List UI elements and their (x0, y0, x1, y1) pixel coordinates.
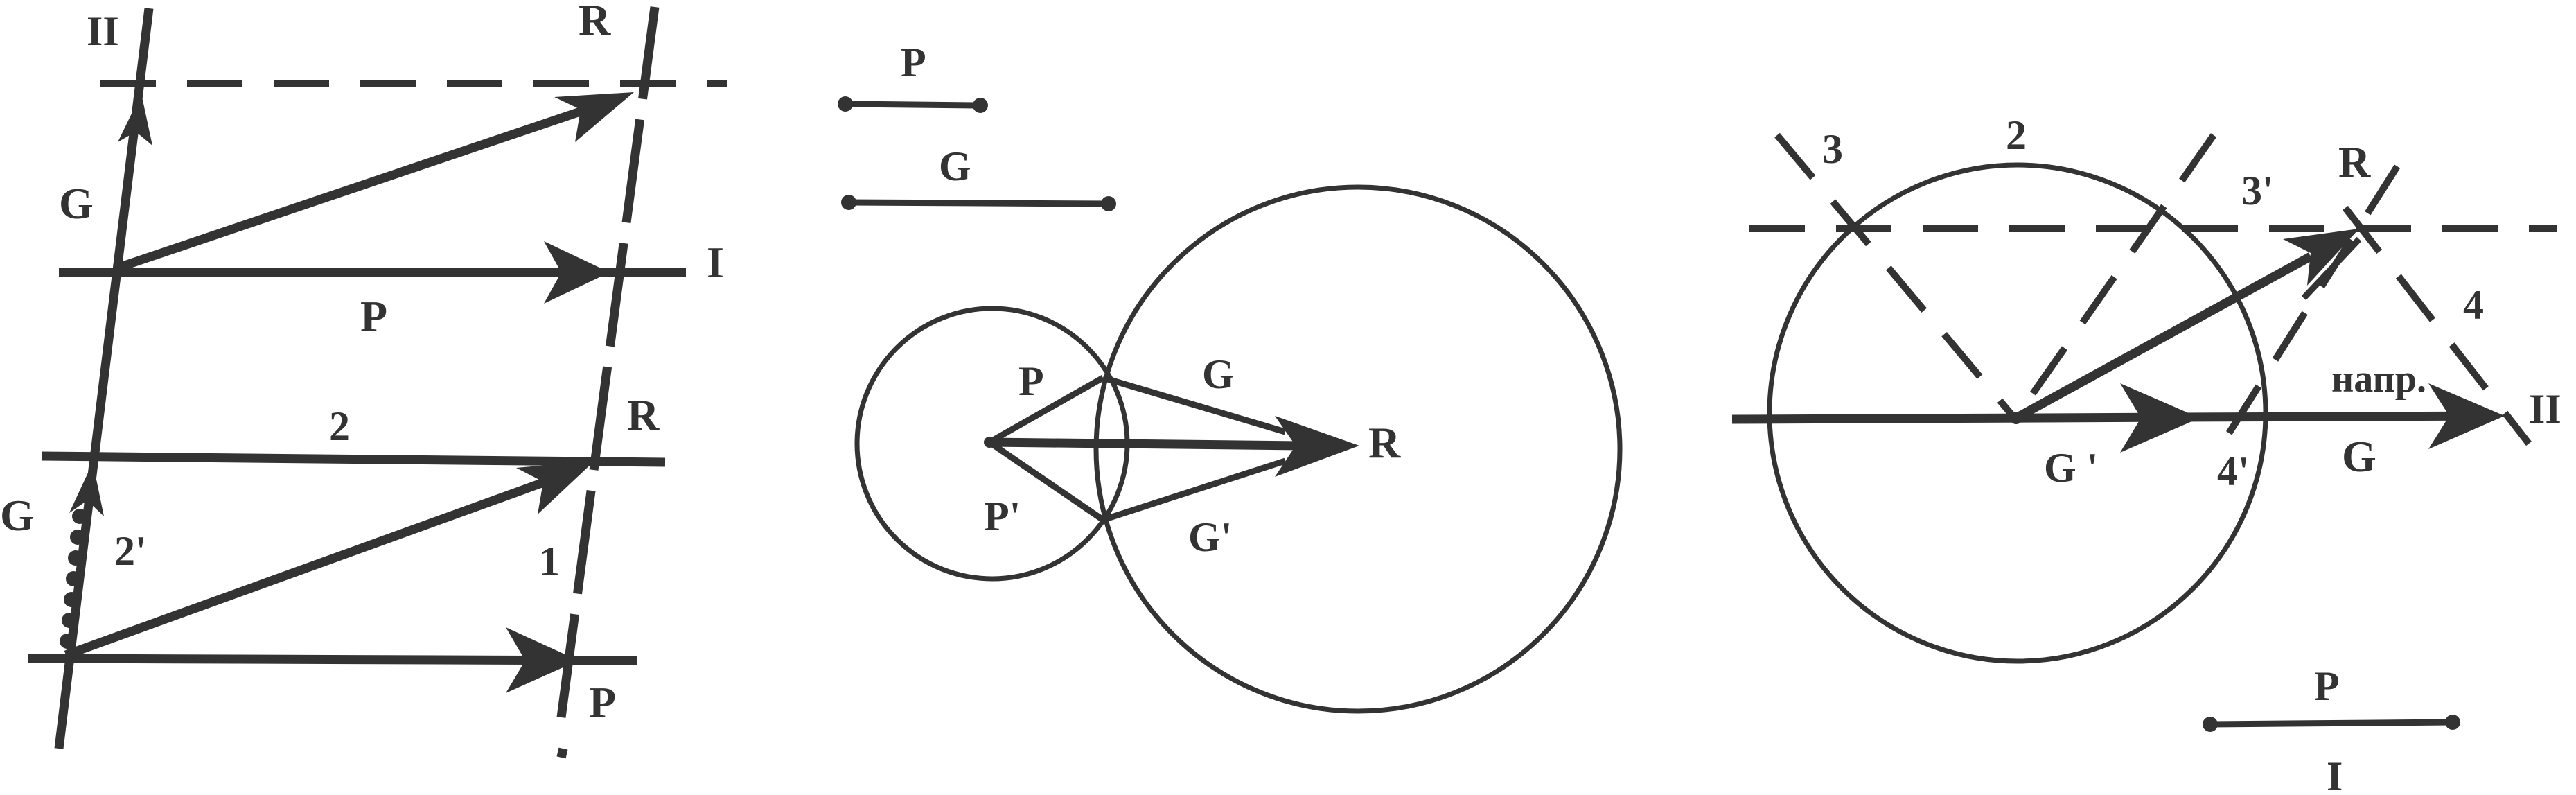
g-prime-arrowhead (2120, 383, 2200, 453)
label-num-4prime: 4' (2217, 448, 2250, 494)
label-legend-p: P (901, 40, 926, 85)
figure-3-circle-construction: 3 2 3' R 4 напр. II G ' 4' G P I (1731, 112, 2561, 795)
label-p-mid: P (360, 292, 387, 341)
label-legend-g: G (939, 143, 971, 189)
label-num-2: 2 (329, 403, 350, 449)
label-p-prime: P' (984, 493, 1021, 539)
beaded-line-2prime (60, 509, 87, 649)
label-p-bottom: P (589, 678, 616, 727)
label-napr: напр. (2331, 358, 2426, 401)
label-legend-p: P (2314, 663, 2340, 709)
origin-point (2010, 412, 2022, 424)
line-2 (41, 451, 666, 467)
vector-r (2013, 252, 2313, 422)
label-line-i: I (707, 238, 724, 287)
label-g-prime: G ' (2044, 445, 2098, 491)
legend-p-end-left (838, 96, 853, 112)
dashed-line-3 (1774, 132, 2015, 419)
label-line-ii: II (87, 8, 119, 54)
g-arrowhead-lower (69, 462, 104, 516)
label-r-top: R (579, 0, 611, 44)
label-g-upper: G (59, 179, 94, 228)
legend-p-end-left (2203, 717, 2218, 732)
legend-p-end-right (2445, 715, 2460, 730)
legend-p-segment (845, 101, 981, 109)
vector-short-to-r (2301, 236, 2362, 301)
label-line-ii: II (2529, 386, 2561, 432)
r-arrowhead (1275, 416, 1359, 477)
dashed-line-r-right (2210, 164, 2401, 460)
label-num-2prime: 2' (114, 528, 147, 574)
label-g-prime: G' (1188, 514, 1232, 560)
vector-g-upper (1102, 374, 1287, 435)
label-num-3: 3 (1822, 126, 1843, 172)
vector-g-prime-lower (1102, 457, 1287, 523)
p-arrowhead-bottom (506, 627, 579, 693)
label-r: R (2338, 137, 2371, 186)
g-arrowhead (2428, 383, 2505, 449)
label-r: R (1368, 418, 1401, 467)
label-g-lower: G (0, 491, 35, 540)
label-g: G (2342, 432, 2376, 481)
label-p: P (1018, 358, 1044, 404)
circle-g-large (1093, 184, 1623, 714)
vector-r (989, 437, 1303, 451)
r-arrowhead-lower (516, 461, 594, 514)
r-arrowhead-upper (554, 92, 634, 142)
legend-p-end-right (973, 98, 988, 113)
label-r-lower: R (627, 390, 660, 439)
dashed-line-3prime (2016, 133, 2217, 414)
p-arrowhead-mid (544, 241, 610, 304)
r-line-tail-tick (556, 747, 568, 759)
legend-g-end-right (1101, 196, 1116, 211)
dashed-line-4 (2343, 205, 2532, 446)
r-arrowhead (2283, 229, 2359, 286)
figure-2-circles: P G P G R P' G' (838, 40, 1623, 714)
legend-g-segment (848, 199, 1109, 207)
r-arrow-upper (112, 99, 605, 274)
vector-p-prime-lower (987, 439, 1105, 523)
label-g: G (1202, 351, 1235, 397)
label-num-1: 1 (539, 539, 560, 584)
main-axis-line (1731, 411, 2495, 424)
origin-point (984, 437, 995, 448)
label-num-4: 4 (2463, 282, 2484, 328)
label-line-i: I (2327, 753, 2343, 795)
legend-p-segment (2209, 719, 2453, 728)
label-num-3prime: 3' (2241, 168, 2274, 213)
vector-p-upper (987, 375, 1105, 445)
legend-g-end-left (841, 195, 856, 210)
label-num-2: 2 (2006, 112, 2027, 158)
r-arrow-lower (64, 470, 567, 660)
figure-1-parallelogram: II R G I P 2 R G 2' 1 P (0, 0, 727, 759)
r-slanted-line-dashed (556, 6, 660, 718)
g-arrowhead-upper (118, 94, 152, 146)
